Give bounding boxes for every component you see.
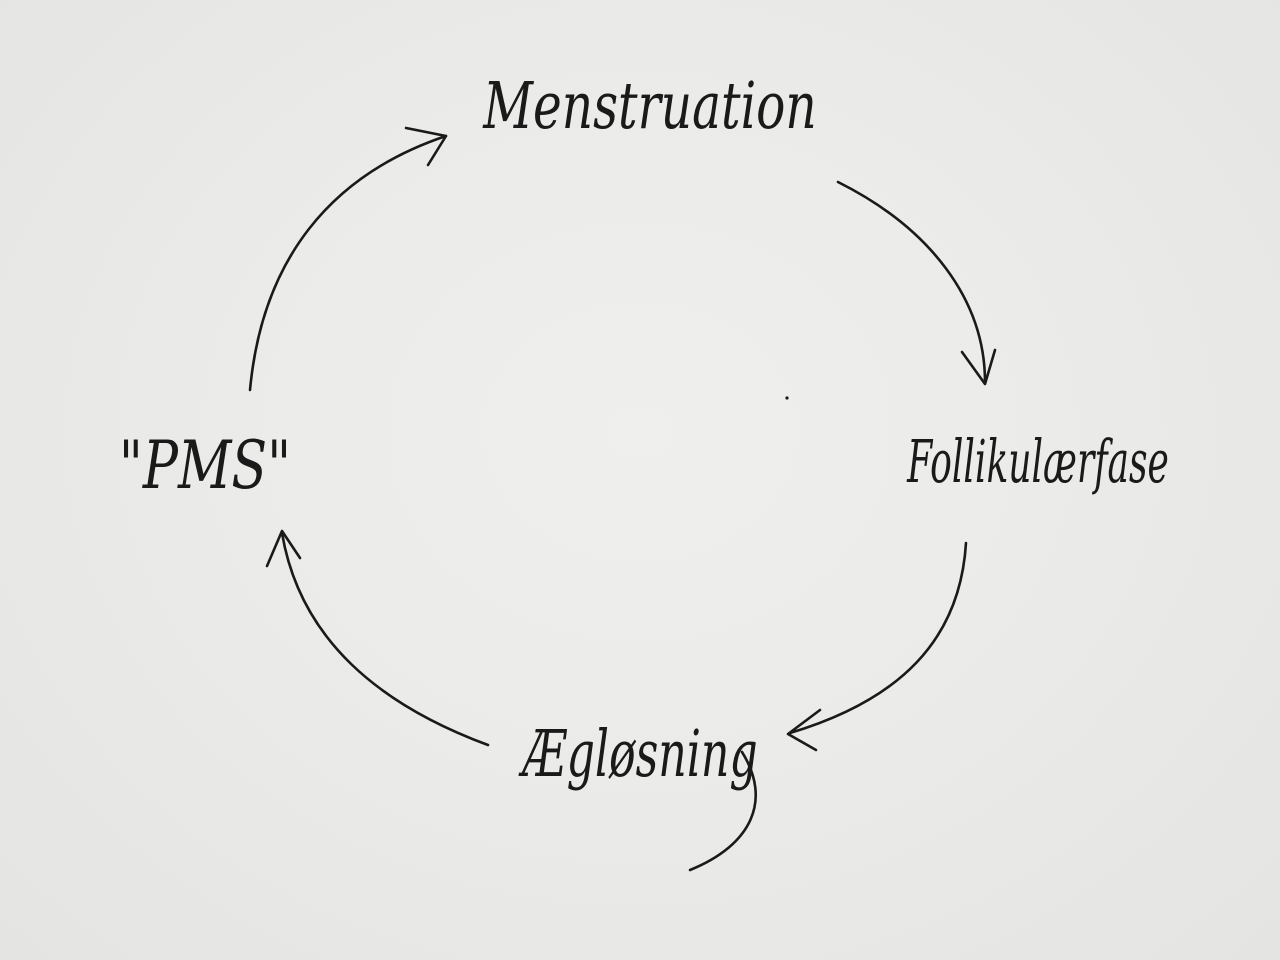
label-follikulaerfase: Follikulærfase — [906, 426, 1169, 496]
arrowhead-pms-icon — [265, 529, 302, 568]
label-flourish — [688, 750, 757, 872]
ink-dot — [785, 396, 789, 400]
label-pms: "PMS" — [119, 427, 291, 505]
arrow-menstruation-to-follikulaerfase — [836, 180, 987, 384]
arrow-pms-to-menstruation — [248, 134, 448, 392]
arrow-aegloesning-to-pms — [280, 531, 490, 747]
label-aegloesning: Ægløsning — [518, 716, 757, 792]
arrow-follikulaerfase-to-aegloesning — [788, 541, 968, 735]
arrowhead-aegloesning-icon — [786, 708, 822, 752]
arrowhead-menstruation-icon — [404, 126, 448, 167]
label-menstruation: Menstruation — [482, 68, 816, 144]
arrowhead-follikulaerfase-icon — [960, 348, 997, 386]
